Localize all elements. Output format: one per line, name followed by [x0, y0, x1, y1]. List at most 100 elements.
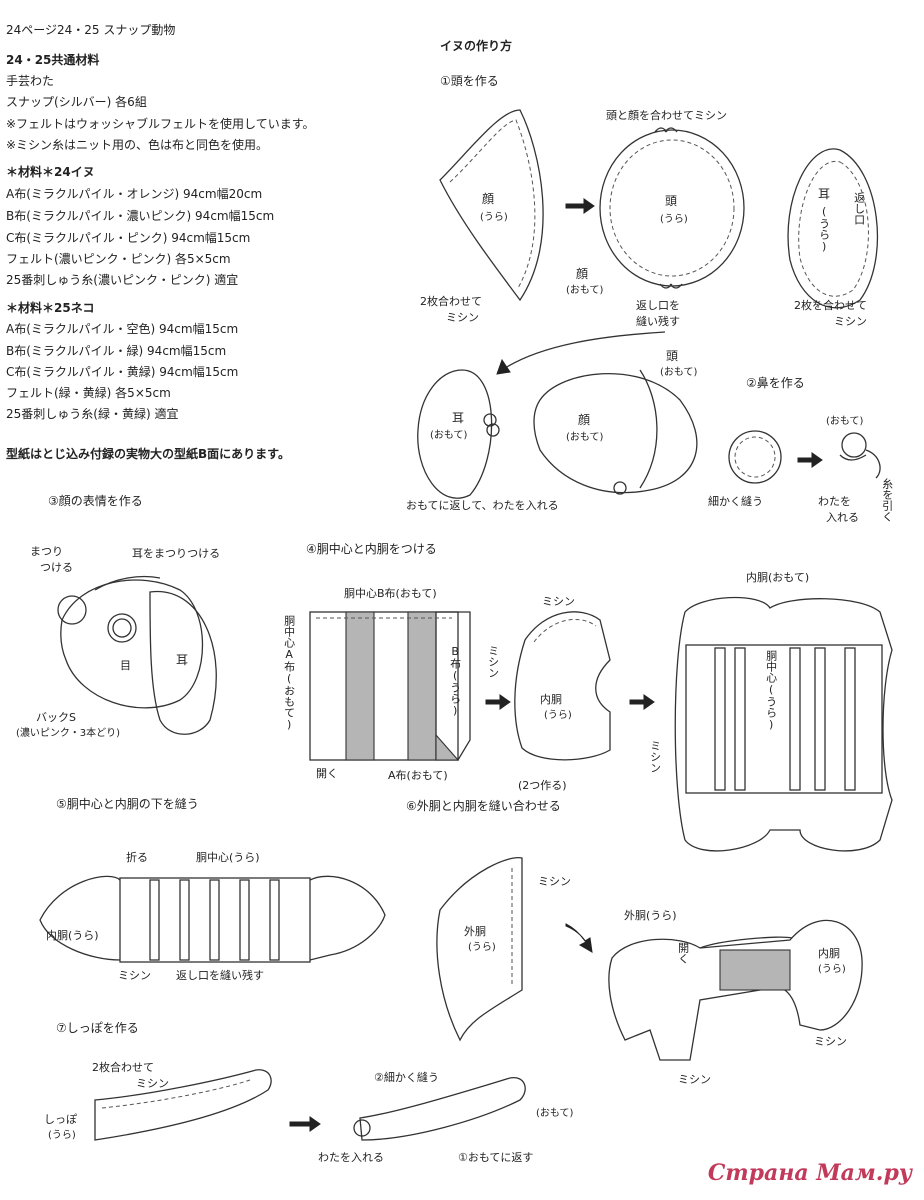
body-bottom-sewn: [39, 875, 386, 961]
head-ura-label: (うら): [660, 214, 688, 225]
materials-24-title: ＊材料＊24イヌ: [6, 165, 95, 179]
make-two-label: (2つ作る): [518, 779, 567, 792]
head-omote-label: (おもて): [660, 367, 698, 378]
face-label-2: 顔: [576, 267, 589, 281]
mishin-label-8: ミシン: [814, 1035, 847, 1048]
step-6-title: ⑥外胴と内胴を縫い合わせる: [406, 799, 561, 813]
pattern-note: 型紙はとじ込み付録の実物大の型紙B面にあります。: [6, 447, 290, 461]
inner-body-label-2: 内胴: [818, 947, 840, 960]
step-2-title: ②鼻を作る: [746, 376, 805, 390]
step-5-title: ⑤胴中心と内胴の下を縫う: [56, 797, 199, 811]
face-omote-label-2: (おもて): [566, 432, 604, 443]
outer-body-piece: [436, 856, 523, 1042]
tail-omote-label: (おもて): [536, 1108, 574, 1119]
opening-label: 返し口: [852, 192, 866, 225]
ear-label-3: 耳: [176, 653, 189, 667]
open-label: 開く: [316, 767, 338, 780]
face-omote-label: (おもて): [566, 285, 604, 296]
fold-label: 折る: [126, 851, 148, 864]
mishin-label-9: ミシン: [678, 1073, 711, 1086]
mishin-label-2: ミシン: [834, 315, 867, 328]
leave-open-line1: 返し口を: [636, 299, 680, 312]
material-24-item: B布(ミラクルパイル・濃いピンク) 94cm幅15cm: [6, 209, 275, 223]
common-item: 手芸わた: [6, 74, 55, 88]
leave-open-label-3: 返し口を縫い残す: [176, 969, 264, 982]
put-cotton-label-3: わたを入れる: [318, 1151, 384, 1164]
tail-ura-label: (うら): [48, 1130, 76, 1141]
ear-piece-shape: [787, 148, 878, 309]
material-25-item: A布(ミラクルパイル・空色) 94cm幅15cm: [6, 322, 239, 336]
assembled-dog: [608, 919, 863, 1061]
head-label: 頭: [665, 194, 678, 208]
blind-stitch-line1: まつり: [30, 545, 63, 558]
back-stitch-line1: バックS: [36, 711, 76, 724]
open-label-2: 開く: [676, 942, 690, 964]
material-25-item: C布(ミラクルパイル・黄緑) 94cm幅15cm: [6, 365, 239, 379]
turn-stuff-label: おもてに返して、わたを入れる: [406, 499, 559, 512]
pull-thread-label: 糸を引く: [880, 478, 894, 522]
ear-attach-label: 耳をまつりつける: [132, 547, 221, 560]
mishin-label-7: ミシン: [538, 875, 571, 888]
arrow-1: [565, 198, 595, 214]
ear-label-2: 耳: [452, 411, 465, 425]
materials-25-title: ＊材料＊25ネコ: [6, 301, 95, 315]
nose-omote-label: (おもて): [826, 416, 864, 427]
inner-ura-label-3: (うら): [818, 964, 846, 975]
fine-sew-label: 細かく縫う: [708, 495, 763, 508]
ear-ura-label: (うら): [817, 205, 831, 253]
page-ref: 24ページ24・25 スナップ動物: [6, 23, 176, 37]
turn-label: ①おもてに返す: [458, 1151, 534, 1164]
face-label-3: 顔: [578, 413, 591, 427]
material-24-item: C布(ミラクルパイル・ピンク) 94cm幅15cm: [6, 231, 251, 245]
face-piece-shape: [439, 109, 544, 302]
material-24-item: 25番刺しゅう糸(濃いピンク・ピンク) 適宜: [6, 273, 239, 287]
step-4-title: ④胴中心と内胴をつける: [306, 542, 437, 556]
two-sew-label-3: 2枚合わせて: [92, 1061, 154, 1074]
material-24-item: フェルト(濃いピンク・ピンク) 各5×5cm: [6, 252, 231, 266]
common-item: ※ミシン糸はニット用の、色は布と同色を使用。: [6, 138, 269, 152]
howto-title: イヌの作り方: [440, 39, 513, 53]
blind-stitch-line2: つける: [40, 561, 73, 574]
center-ura-label-2: 胴中心(うら): [196, 851, 260, 864]
mishin-label-3: ミシン: [486, 645, 500, 678]
put-cotton-line2: 入れる: [826, 511, 859, 524]
center-a-label: 胴中心A布(おもて): [282, 615, 296, 731]
face-ura-label: (うら): [480, 212, 508, 223]
inner-body-label: 内胴: [540, 693, 562, 706]
mishin-label-6: ミシン: [118, 969, 151, 982]
mishin-label-5: ミシン: [648, 740, 662, 773]
eye-label: 目: [120, 659, 131, 672]
two-sew-label: 2枚合わせて: [420, 295, 482, 308]
inner-body-piece: [514, 611, 611, 761]
b-ura-label: B布(うら): [448, 645, 462, 717]
put-cotton-line1: わたを: [818, 495, 851, 508]
inner-omote-label: 内胴(おもて): [746, 571, 810, 584]
head-label-2: 頭: [666, 349, 679, 363]
inner-ura-label-2: 内胴(うら): [46, 929, 99, 942]
outer-ura-label: 外胴(うら): [624, 909, 677, 922]
inner-ura-label: (うら): [544, 710, 572, 721]
center-b-label: 胴中心B布(おもて): [344, 587, 437, 600]
face-assembly: [60, 579, 204, 709]
step-7-title: ⑦しっぽを作る: [56, 1021, 139, 1035]
common-item: ※フェルトはウォッシャブルフェルトを使用しています。: [6, 117, 315, 131]
material-25-item: フェルト(緑・黄緑) 各5×5cm: [6, 386, 171, 400]
tail-label: しっぽ: [44, 1113, 77, 1126]
stuffed-ear: [417, 369, 493, 499]
tail-piece: [94, 1069, 272, 1141]
outer-ura-label-1: (うら): [468, 942, 496, 953]
outer-body-label: 外胴: [464, 925, 486, 938]
face-label: 顔: [482, 192, 495, 206]
two-sew-label-2: 2枚を合わせて: [794, 299, 867, 312]
tail-stuffed: [359, 1077, 526, 1141]
stuffed-head: [533, 373, 698, 494]
ear-omote-label: (おもて): [430, 430, 468, 441]
common-materials-title: 24・25共通材料: [6, 53, 100, 67]
material-25-item: 25番刺しゅう糸(緑・黄緑) 適宜: [6, 407, 179, 421]
center-ura-label: 胴中心(うら): [764, 650, 778, 731]
ear-label: 耳: [818, 187, 831, 201]
assembled-body: [674, 596, 893, 852]
return-arrow: [501, 331, 666, 371]
step-3-title: ③顔の表情を作る: [48, 494, 143, 508]
